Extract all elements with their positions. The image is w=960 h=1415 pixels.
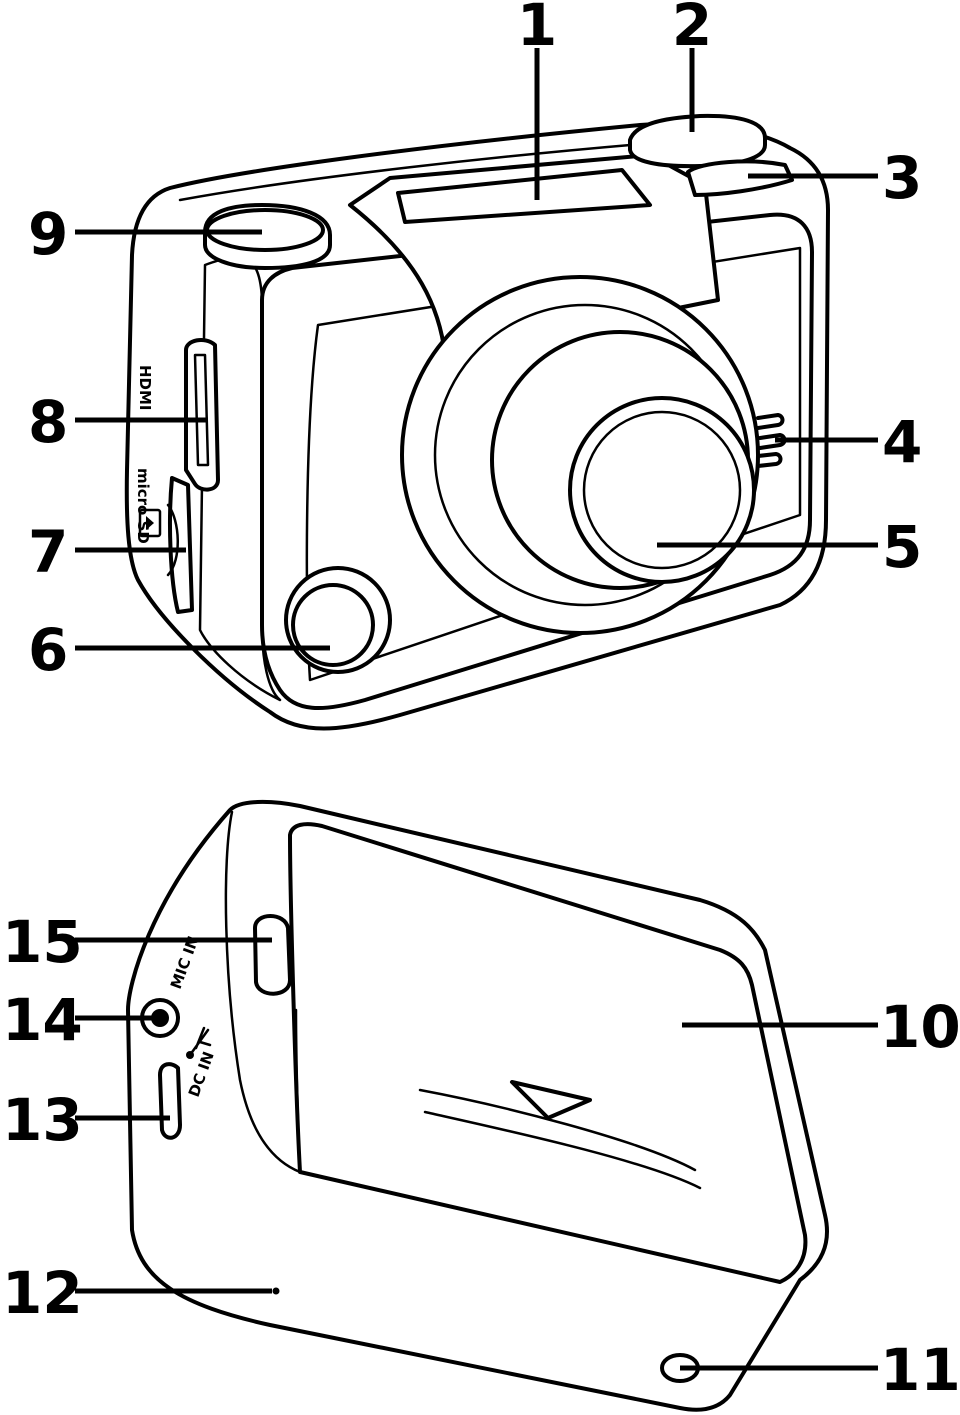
callout-11: 11 bbox=[880, 1336, 960, 1404]
usb-dc-port bbox=[158, 1062, 182, 1140]
callout-4: 4 bbox=[882, 408, 922, 476]
microsd-slot: micro SD bbox=[134, 468, 194, 614]
sd-card-icon bbox=[138, 508, 162, 538]
battery-door bbox=[288, 822, 808, 1284]
hdmi-label: HDMI bbox=[136, 365, 154, 411]
callout-9: 9 bbox=[28, 200, 68, 268]
usb-icon bbox=[186, 1026, 212, 1059]
callout-8: 8 bbox=[28, 388, 68, 456]
front-sensor bbox=[284, 566, 392, 674]
back-side-edge bbox=[224, 810, 302, 1174]
microsd-label: micro SD bbox=[134, 468, 152, 544]
hdmi-port: HDMI bbox=[136, 337, 220, 492]
leader-lines bbox=[75, 48, 878, 1371]
status-indicator bbox=[686, 159, 794, 197]
callout-7: 7 bbox=[28, 518, 68, 586]
inner-panel bbox=[305, 246, 802, 682]
callout-5: 5 bbox=[882, 513, 922, 581]
reset-hole bbox=[272, 1287, 280, 1295]
callout-13: 13 bbox=[2, 1086, 83, 1154]
callout-15: 15 bbox=[2, 908, 83, 976]
shutter-button bbox=[203, 203, 332, 270]
callout-14: 14 bbox=[2, 986, 83, 1054]
av-jack bbox=[140, 998, 180, 1038]
play-icon bbox=[146, 516, 154, 530]
callout-2: 2 bbox=[672, 0, 712, 59]
callout-10: 10 bbox=[880, 993, 960, 1061]
mic-in-port bbox=[253, 914, 292, 996]
camera-front-view: HDMI micro SD bbox=[124, 113, 830, 731]
callout-1: 1 bbox=[517, 0, 557, 59]
callout-3: 3 bbox=[882, 144, 922, 212]
callout-12: 12 bbox=[2, 1259, 83, 1327]
camera-back-view: MIC IN DC IN bbox=[126, 799, 829, 1412]
callout-6: 6 bbox=[28, 616, 68, 684]
power-button bbox=[628, 113, 767, 169]
top-edge bbox=[178, 138, 692, 202]
